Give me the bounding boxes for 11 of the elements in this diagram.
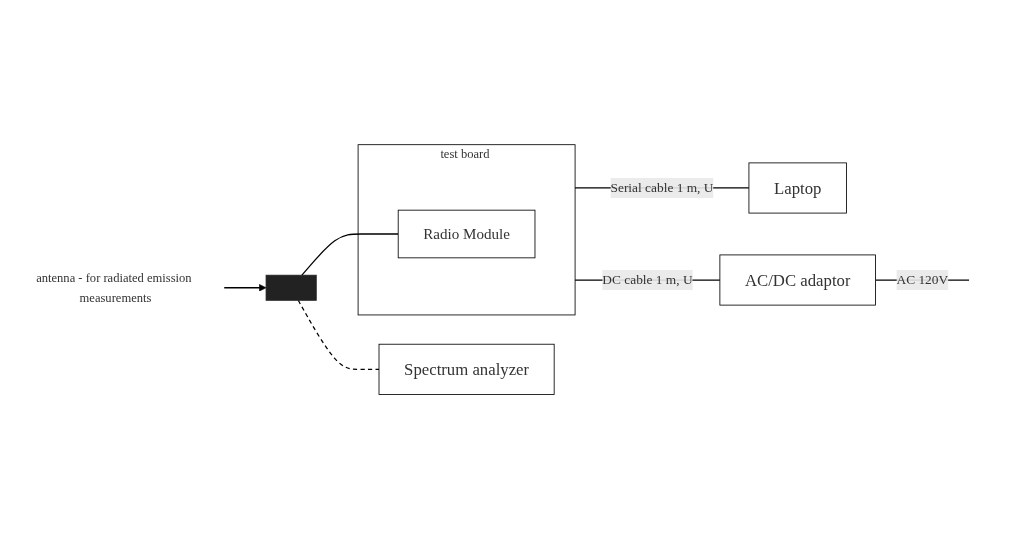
edge-label: AC 120V (896, 272, 949, 288)
arrow (223, 284, 267, 292)
node-bar (265, 275, 317, 302)
edge-label: Serial cable 1 m, U (610, 180, 714, 196)
connector (301, 233, 399, 277)
node-box: Spectrum analyzer (378, 344, 555, 396)
node-box: Radio Module (397, 210, 536, 259)
node-box: AC/DC adaptor (719, 254, 876, 306)
edge-label: DC cable 1 m, U (602, 272, 693, 288)
node-box: Laptop (748, 162, 847, 214)
node-text: antenna - for radiated emission measurements (36, 271, 192, 305)
